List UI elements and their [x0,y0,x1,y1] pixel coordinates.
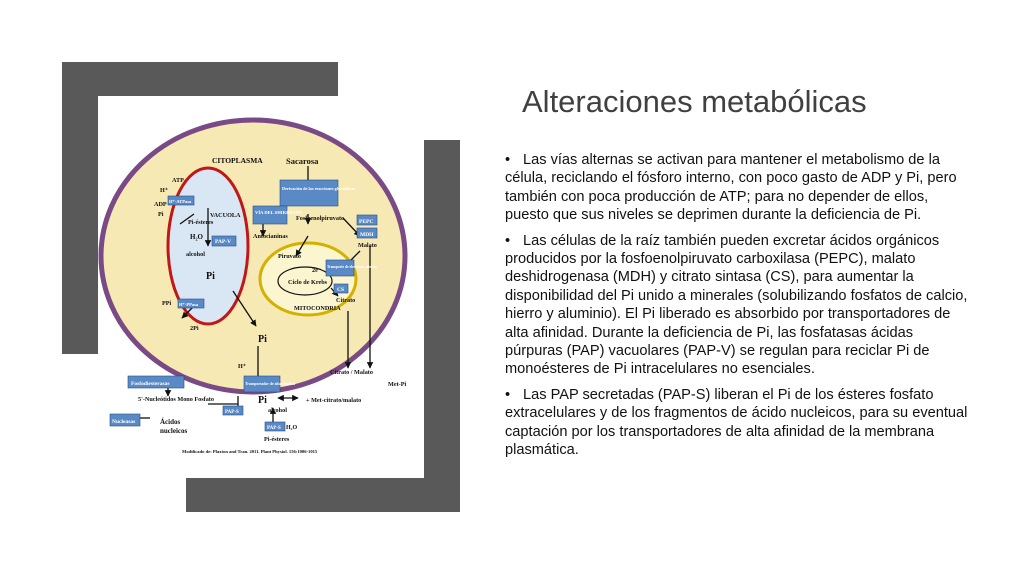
label-mitocondria: MITOCONDRIA [294,305,341,312]
bullet-text: Las vías alternas se activan para manten… [505,152,957,224]
label-h-atpasa: H⁺-ATPasa [169,199,192,204]
label-met-pi: Met-Pi [388,381,406,388]
label-credit: Modificado de: Plaxton and Tran. 2011. P… [182,449,318,454]
label-via-shikimato: VÍA DEL SHIKIMATO [255,210,302,215]
label-citrato: Citrato [336,297,355,304]
label-sacarosa: Sacarosa [286,156,319,166]
label-h-ppasa: H⁺-PPasa [179,302,199,307]
label-piruvato: Piruvato [278,253,301,260]
label-pi-esteres-2: Pi-ésteres [264,436,290,443]
bullet-text: Las PAP secretadas (PAP-S) liberan el Pi… [505,386,968,459]
label-nucleasas: Nucleasas [112,419,135,425]
label-pi-vacuola: Pi [206,271,215,282]
diagram-svg: CITOPLASMA Sacarosa ATP H⁺ ADP Pi H⁺-ATP… [98,117,408,454]
label-pap-s-1: PAP-S [225,410,239,415]
transportador-box [243,375,281,393]
h-ppase-box [177,298,205,309]
bullet-item: •Las células de la raíz también pueden e… [505,232,973,379]
frame-left-bar [62,62,98,354]
label-h2o-2: H₂O [286,425,297,431]
frame-top-bar [62,62,338,96]
label-pap-s-2: PAP-S [267,426,281,431]
label-derivacion: Derivación de las reacciones glucolítica… [282,186,356,191]
label-pi-esteres: Pi-ésteres [188,219,214,226]
pap-s-box-2 [264,421,286,432]
krebs-cycle [277,266,333,296]
bullet-mark: • [505,232,511,249]
frame-bottom-bar [186,478,460,512]
label-atp: ATP [172,177,184,184]
label-ciclo-krebs: Ciclo de Krebs [288,279,328,286]
pap-v-box-1 [211,235,237,247]
label-fosfoenolpiruvato: Fosfoenolpiruvato [296,215,344,222]
label-pi-ext: Pi [258,395,267,406]
bullet-list: •Las vías alternas se activan para mante… [505,151,973,467]
label-adp: ADP [154,201,167,208]
label-acidos: Ácidos [160,418,181,426]
label-h-plus-2: H⁺ [238,363,246,370]
label-nucleicos: nucleicos [160,427,187,435]
label-met-citrato: + Met-citrato/malato [306,397,361,404]
label-fosfodiesterasas: Fosfodiesterasas [131,381,170,387]
pepc-box [356,214,378,226]
label-alcohol: alcohol [186,251,205,258]
label-two-e: 2e⁻ [312,267,321,274]
label-h-plus: H⁺ [160,187,168,194]
label-cs: CS [337,287,344,293]
label-pepc: PEPC [359,219,373,225]
bullet-item: •Las PAP secretadas (PAP-S) liberan el P… [505,386,973,460]
label-malato: Malato [358,242,377,249]
transporte-box [325,259,355,277]
label-ppi: PPi [162,300,172,307]
fosfodiesterasas-box [127,375,185,389]
label-citrato-malato: Citrato / Malato [330,369,373,376]
label-antocianinas: Antocianinas [253,233,288,240]
label-alcohol-2: alcohol [268,407,287,414]
derivacion-box [279,179,339,207]
label-pi-small: Pi [158,211,164,218]
bullet-mark: • [505,386,511,403]
label-pap-v: PAP-V [215,239,231,245]
label-vacuola: VACUOLA [210,212,241,219]
label-two-pi: 2Pi [190,325,199,332]
frame-right-bar [424,140,460,512]
label-h2o: H₂O [190,233,204,241]
pap-s-box-1 [222,405,244,416]
bullet-mark: • [505,152,511,168]
label-nucleotidos: 5'-Nucleótidos Mono Fosfato [138,396,214,403]
via-shikimato-box [252,205,288,225]
slide-title: Alteraciones metabólicas [522,84,867,119]
bullet-item: •Las vías alternas se activan para mante… [505,151,973,225]
h-atpase-box [167,195,195,206]
label-pi-cyto: Pi [258,334,267,345]
label-mdh: MDH [360,232,374,238]
label-citoplasma: CITOPLASMA [212,156,263,165]
label-transporte: Transporte de electrones alterno [327,265,377,269]
nucleasas-box [109,413,141,427]
bullet-text: Las células de la raíz también pueden ex… [505,232,968,378]
cs-box [333,283,349,294]
label-transportador: Transportador de alta afinidad [245,382,296,386]
metabolic-diagram: CITOPLASMA Sacarosa ATP H⁺ ADP Pi H⁺-ATP… [98,96,424,478]
mdh-box [356,227,378,239]
